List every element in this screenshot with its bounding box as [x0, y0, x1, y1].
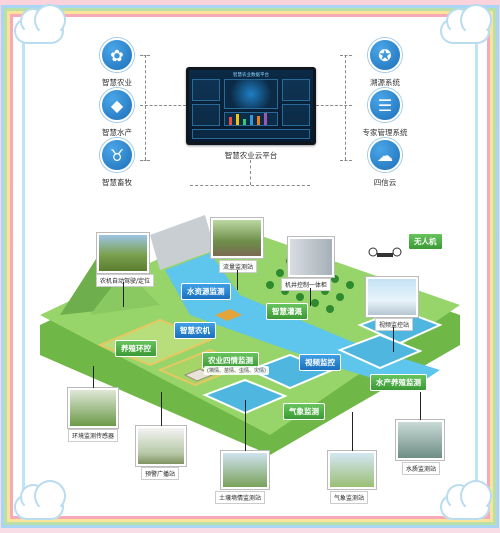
screen-panel: [192, 79, 220, 101]
tag-aquaculture-monitoring[interactable]: 水产养殖监测: [370, 374, 427, 391]
screen-chart-panel: [224, 112, 278, 126]
tag-water-monitoring[interactable]: 水资源监测: [181, 283, 231, 300]
caption-weather-station: 气象监测站: [330, 491, 369, 504]
trace-icon: ✪: [368, 38, 402, 72]
caption-auto-driving: 农机自动驾驶/定位: [96, 274, 155, 287]
photo-well-control[interactable]: [288, 237, 334, 277]
cloud-decoration-top-right: [440, 4, 492, 44]
pond-2: [337, 333, 423, 370]
connector-down: [250, 160, 251, 185]
tag-breeding-env[interactable]: 养殖环控: [115, 340, 157, 357]
expert-icon: ☰: [368, 88, 402, 122]
func-label: 智慧水产: [102, 128, 132, 137]
func-smart-aquaculture[interactable]: ◆ 智慧水产: [87, 88, 147, 138]
screen-panel: [192, 129, 310, 139]
tag-drone[interactable]: 无人机: [408, 233, 443, 250]
func-four-faith-cloud[interactable]: ☁ 四信云: [355, 138, 415, 188]
platform-title: 智慧农业云平台: [224, 151, 278, 160]
leader-line: [393, 327, 394, 352]
func-label: 智慧畜牧: [102, 178, 132, 187]
leader-line: [420, 392, 421, 420]
mountain-left-2: [90, 270, 160, 315]
photo-soil-station[interactable]: [221, 451, 269, 489]
tag-smart-machinery[interactable]: 智慧农机: [174, 322, 216, 339]
photo-water-quality-station[interactable]: [396, 420, 444, 460]
func-traceability[interactable]: ✪ 溯源系统: [355, 38, 415, 88]
sprout-icon: ✿: [100, 38, 134, 72]
connector-right-bottom: [340, 160, 352, 161]
screen-panel: [192, 104, 220, 126]
connector-left-top: [140, 55, 150, 56]
tag-video-monitoring[interactable]: 视频监控: [299, 354, 341, 371]
cloud-decoration-bottom-right: [440, 480, 492, 520]
connector-spread: [190, 185, 310, 186]
caption-flow-station: 流量监测站: [219, 260, 258, 273]
photo-flow-station[interactable]: [211, 218, 263, 258]
func-label: 四信云: [373, 178, 397, 187]
cloud-decoration-bottom-left: [14, 480, 66, 520]
caption-water-quality-station: 水质监测站: [402, 462, 441, 475]
screen-panel: [282, 79, 310, 101]
screen-bar: [229, 117, 232, 125]
connector-right-top: [340, 55, 352, 56]
dam: [150, 215, 215, 270]
caption-well-control: 机井控制一体柜: [281, 278, 332, 291]
platform-screen: 智慧农业数据平台: [189, 70, 313, 142]
screen-bar: [264, 113, 267, 125]
leader-line: [245, 400, 246, 451]
photo-env-sensor[interactable]: [68, 388, 118, 428]
leader-line: [123, 282, 124, 307]
cloud-icon: ☁: [368, 138, 402, 172]
func-label: 专家管理系统: [362, 128, 408, 137]
screen-map-panel: [224, 79, 278, 109]
photo-weather-station[interactable]: [328, 451, 376, 489]
drone-icon: [368, 247, 402, 257]
leader-line: [237, 270, 238, 290]
screen-bar: [257, 116, 260, 125]
cloud-decoration-top-left: [14, 4, 66, 44]
caption-soil-station: 土壤墒情监测站: [215, 491, 266, 504]
caption-env-sensor: 环境监测传感器: [68, 429, 119, 442]
connector-left-vertical: [145, 55, 146, 160]
caption-video-station: 视频监控站: [375, 318, 414, 331]
func-expert-management[interactable]: ☰ 专家管理系统: [355, 88, 415, 138]
connector-left-mid: [140, 105, 186, 106]
screen-panel: [282, 104, 310, 126]
connector-right-vertical: [345, 55, 346, 160]
photo-video-station[interactable]: [366, 277, 418, 317]
func-label: 溯源系统: [370, 78, 400, 87]
screen-bar: [250, 115, 253, 125]
screen-title: 智慧农业数据平台: [233, 73, 269, 78]
func-label: 智慧农业: [102, 78, 132, 87]
connector-left-bottom: [140, 160, 150, 161]
photo-auto-driving[interactable]: [97, 233, 149, 273]
screen-bar: [243, 119, 246, 125]
platform-monitor[interactable]: 智慧农业数据平台: [186, 67, 316, 145]
leader-line: [161, 392, 162, 426]
pond-4: [202, 378, 288, 415]
machinery: [215, 309, 242, 321]
tag-smart-irrigation[interactable]: 智慧灌溉: [266, 303, 308, 320]
tag-weather-monitoring[interactable]: 气象监测: [283, 403, 325, 420]
tag-agri-four-sub: (墒情、苗情、虫情、灾情): [204, 366, 269, 375]
connector-right-mid: [316, 105, 352, 106]
cow-icon: ♉: [100, 138, 134, 172]
leader-line: [352, 412, 353, 451]
leader-line: [93, 366, 94, 388]
fish-icon: ◆: [100, 88, 134, 122]
photo-broadcast-station[interactable]: [136, 426, 186, 466]
func-smart-agriculture[interactable]: ✿ 智慧农业: [87, 38, 147, 88]
func-smart-livestock[interactable]: ♉ 智慧畜牧: [87, 138, 147, 188]
leader-line: [310, 288, 311, 306]
caption-broadcast-station: 预警广播站: [141, 467, 180, 480]
screen-bar: [236, 114, 239, 125]
